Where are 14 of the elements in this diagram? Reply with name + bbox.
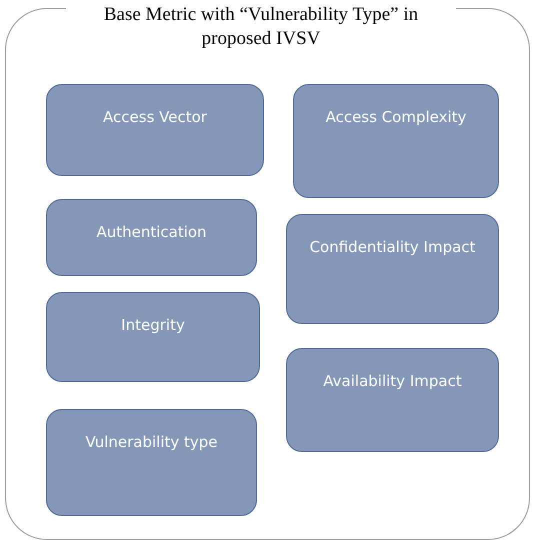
metric-box — [46, 292, 260, 382]
box-label: Vulnerability type — [84, 432, 219, 453]
metric-box — [46, 409, 257, 516]
box-label: Availability Impact — [322, 371, 463, 392]
box-label: Authentication — [95, 222, 208, 243]
box-label: Integrity — [120, 315, 186, 336]
box-label: Confidentiality Impact — [308, 237, 476, 258]
box-label: Access Vector — [102, 107, 208, 128]
metric-box — [286, 348, 499, 452]
metric-box — [46, 199, 257, 276]
box-label: Access Complexity — [324, 107, 468, 128]
metric-box — [293, 84, 499, 198]
metric-box — [46, 84, 264, 176]
metric-box — [286, 214, 499, 324]
